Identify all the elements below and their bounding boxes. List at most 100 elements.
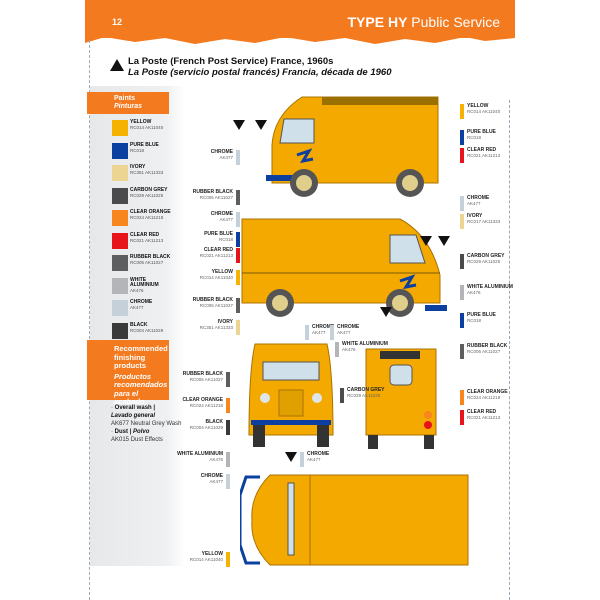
- van-rear-view: [365, 348, 437, 449]
- color-bar: [226, 420, 230, 435]
- paints-title: Paints: [114, 95, 136, 102]
- color-bar: [460, 214, 464, 229]
- finishing-title: Recommended finishing products: [114, 344, 168, 370]
- view-marker-triangle-icon: [380, 307, 392, 317]
- paint-swatch: [112, 210, 128, 226]
- view-marker-triangle-icon: [285, 452, 297, 462]
- page-header-band: [85, 0, 515, 38]
- van-side-view-right: [241, 218, 447, 317]
- color-bar: [460, 254, 464, 269]
- paint-swatch: [112, 300, 128, 316]
- color-bar: [226, 452, 230, 467]
- color-bar: [340, 388, 344, 403]
- color-bar: [460, 104, 464, 119]
- sidebar-background: [90, 86, 185, 566]
- color-bar: [305, 325, 309, 340]
- color-bar: [460, 148, 464, 163]
- paint-swatch: [112, 142, 128, 159]
- color-bar: [236, 320, 240, 335]
- paint-swatch: [112, 322, 128, 339]
- color-bar: [460, 196, 464, 211]
- color-bar: [236, 212, 240, 227]
- view-marker-triangle-icon: [255, 120, 267, 130]
- color-bar: [226, 474, 230, 489]
- view-marker-triangle-icon: [233, 120, 245, 130]
- color-bar: [236, 150, 240, 165]
- van-side-view-left: [266, 96, 439, 197]
- margin-guide-right: [509, 100, 510, 600]
- color-bar: [460, 344, 464, 359]
- color-bar: [236, 298, 240, 313]
- finishing-title-es: Productos recomendados para el acabado: [114, 371, 168, 406]
- color-bar: [460, 130, 464, 145]
- color-bar: [460, 313, 464, 328]
- margin-guide: [89, 40, 90, 600]
- paint-swatch: [112, 255, 128, 271]
- view-marker-triangle-icon: [438, 236, 450, 246]
- page-title: TYPE HY Public Service: [348, 14, 501, 30]
- color-bar: [236, 190, 240, 205]
- torn-edge-decoration: [85, 34, 515, 44]
- color-bar: [226, 552, 230, 567]
- color-bar: [460, 285, 464, 300]
- marker-triangle-icon: [110, 59, 124, 71]
- view-marker-triangle-icon: [420, 236, 432, 246]
- color-bar: [330, 325, 334, 340]
- title-model: TYPE HY: [347, 14, 408, 30]
- color-bar: [236, 232, 240, 247]
- color-bar: [236, 248, 240, 263]
- color-bar: [300, 452, 304, 467]
- color-bar: [226, 372, 230, 387]
- van-front-view: [248, 343, 334, 447]
- paint-swatch: [112, 277, 128, 294]
- color-bar: [226, 398, 230, 413]
- color-bar: [335, 342, 339, 357]
- color-bar: [236, 270, 240, 285]
- paint-swatch: [112, 187, 128, 204]
- color-bar: [460, 410, 464, 425]
- paints-title-es: Pinturas: [114, 103, 143, 110]
- color-bar: [460, 390, 464, 405]
